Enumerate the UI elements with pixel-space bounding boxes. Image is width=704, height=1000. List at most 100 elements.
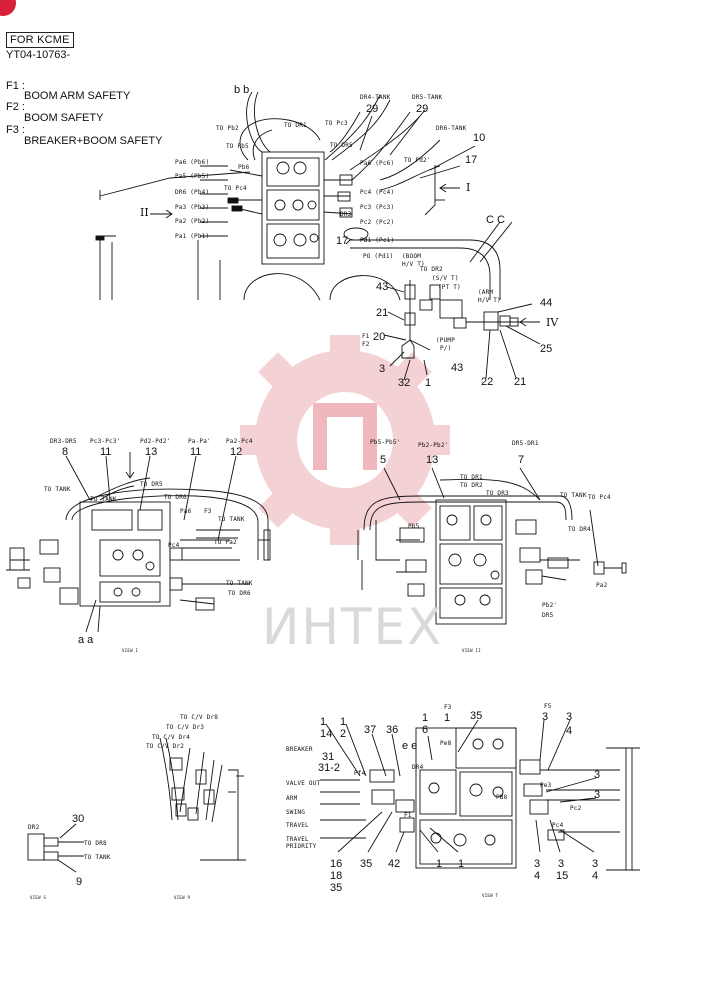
label-to-dr5-v1: TO DR5 [140, 481, 163, 488]
label-valve-out: VALVE OUT [286, 780, 321, 787]
label-hv-t: H/V T) [402, 261, 425, 268]
callout-31-2: 31-2 [318, 762, 341, 774]
label-to-tank-1: TO TANK [44, 486, 71, 493]
callout-31: 31 [322, 751, 335, 763]
label-f3: F3 [204, 508, 212, 515]
label-pc4-t: Pc4 [552, 822, 564, 829]
callout-3d: 3 [594, 769, 601, 781]
label-to-tank-s: TO TANK [84, 854, 111, 861]
callout-36: 36 [386, 724, 399, 736]
label-pa6-v1: Pa6 [180, 508, 192, 515]
label-boom: (BOOM [402, 253, 422, 260]
roman-two: II [140, 206, 149, 219]
callout-3h: 3 [592, 858, 599, 870]
label-pb2-pb2: Pb2-Pb2' [418, 442, 449, 449]
label-to-dr8-s: TO DR8 [84, 840, 107, 847]
label-pump2: P/) [440, 345, 452, 352]
label-dr6-tank: DR6-TANK [436, 125, 467, 132]
callout-cc: C C [486, 214, 505, 226]
view-i-caption: VIEW I [122, 648, 139, 653]
label-pd1: Pd1 (Pc1) [360, 237, 395, 244]
label-to-dr5: TO DR5 [330, 142, 353, 149]
callout-1a: 1 [425, 377, 432, 389]
callout-1e: 1 [444, 712, 451, 724]
callout-14: 14 [320, 728, 333, 740]
label-to-dr2: TO DR2 [420, 266, 443, 273]
label-to-dr3-v2: TO DR3 [486, 490, 509, 497]
label-pc4-v1: Pc4 [168, 542, 180, 549]
callout-30: 30 [72, 813, 85, 825]
label-to-tank-v2: TO TANK [560, 492, 587, 499]
callout-3a: 3 [379, 363, 386, 375]
callout-ee: e e [402, 740, 418, 752]
label-to-pc4-v2: TO Pc4 [588, 494, 611, 501]
label-f5: F5 [544, 703, 552, 710]
label-to-dr1: TO DR1 [284, 122, 307, 129]
label-pc3-pc3: Pc3-Pc3' [90, 438, 121, 445]
label-travel: TRAVEL [286, 822, 309, 829]
label-to-cv-dr4: TO C/V Dr4 [152, 734, 191, 741]
label-to-tank-2: TO TANK [90, 496, 117, 503]
view-t-caption: VIEW T [482, 893, 499, 898]
callout-12: 12 [230, 446, 243, 458]
view-9-caption: VIEW 9 [174, 895, 191, 900]
roman-four: IV [546, 316, 559, 329]
callout-44: 44 [540, 297, 553, 309]
callout-11b: 11 [190, 446, 202, 458]
label-pa1: Pa1 (Pb1) [175, 233, 210, 240]
callout-1d: 1 [422, 712, 429, 724]
corner-badge [0, 0, 16, 16]
callout-22: 22 [481, 376, 494, 388]
callout-21a: 21 [376, 307, 389, 319]
label-to-dr4-v2: TO DR4 [568, 526, 591, 533]
label-to-cv-dr3: TO C/V Dr3 [166, 724, 205, 731]
callout-8: 8 [62, 446, 69, 458]
label-arm-t: ARM [286, 795, 298, 802]
callout-15: 15 [556, 870, 569, 882]
view-ii-caption: VIEW II [462, 648, 481, 653]
label-pb5-v2: Pb5 [408, 523, 420, 530]
callout-4b: 4 [534, 870, 541, 882]
callout-4a: 4 [566, 725, 573, 737]
label-pa3: Pa3 (Pb3) [175, 204, 210, 211]
callout-32: 32 [398, 377, 411, 389]
callout-37: 37 [364, 724, 377, 736]
callout-16: 16 [330, 858, 343, 870]
label-pe3: Pe3 [540, 782, 552, 789]
label-sv-t: (S/V T) [432, 275, 459, 282]
label-pb5-pb5: Pb5-Pb5' [370, 439, 401, 446]
callout-21b: 21 [514, 376, 527, 388]
label-to-dr1-v2: TO DR1 [460, 474, 483, 481]
label-dr3: DR3 [340, 211, 352, 218]
label-pe8: Pe8 [440, 740, 452, 747]
label-pa6: Pa6 (Pb6) [175, 159, 210, 166]
legend-key-f1: F1 : [6, 80, 25, 92]
label-arm: (ARM [478, 289, 494, 296]
kcme-box: FOR KCME [6, 32, 74, 48]
label-to-cv-dr8: TO C/V Dr8 [180, 714, 219, 721]
callout-2: 2 [340, 728, 347, 740]
callout-7: 7 [518, 454, 525, 466]
callout-43a: 43 [376, 281, 389, 293]
label-pump: (PUMP [436, 337, 456, 344]
callout-bb: b b [234, 84, 250, 96]
callout-25: 25 [540, 343, 553, 355]
callout-4c: 4 [592, 870, 599, 882]
label-swing: SWING [286, 809, 306, 816]
callout-42: 42 [388, 858, 401, 870]
label-pa5: Pa5 (Pb5) [175, 173, 210, 180]
label-to-pc4: TO Pc4 [224, 185, 247, 192]
callout-3c: 3 [566, 711, 573, 723]
label-pa2-v2: Pa2 [596, 582, 608, 589]
label-travel2: TRAVEL [286, 836, 309, 843]
legend-key-f3: F3 : [6, 124, 25, 136]
callout-35a: 35 [470, 710, 483, 722]
legend-desc-f2: BOOM SAFETY [24, 112, 104, 124]
callout-10: 10 [473, 132, 486, 144]
callout-1c: 1 [340, 716, 347, 728]
label-pb8: PB8 [496, 794, 508, 801]
callout-5: 5 [380, 454, 387, 466]
callout-1g: 1 [458, 858, 465, 870]
